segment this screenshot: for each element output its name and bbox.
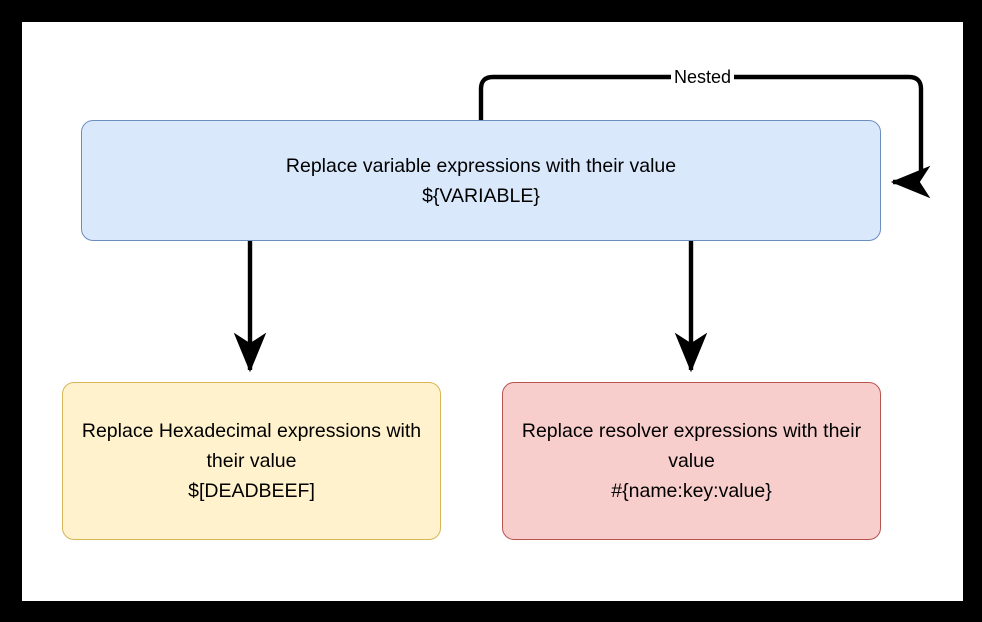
node-replace-variable-expressions[interactable]: Replace variable expressions with their … [81,120,881,241]
node-replace-resolver-expressions[interactable]: Replace resolver expressions with their … [502,382,881,540]
edge-label-nested: Nested [671,65,735,89]
node-replace-hexadecimal-expressions[interactable]: Replace Hexadecimal expressions with the… [62,382,441,540]
